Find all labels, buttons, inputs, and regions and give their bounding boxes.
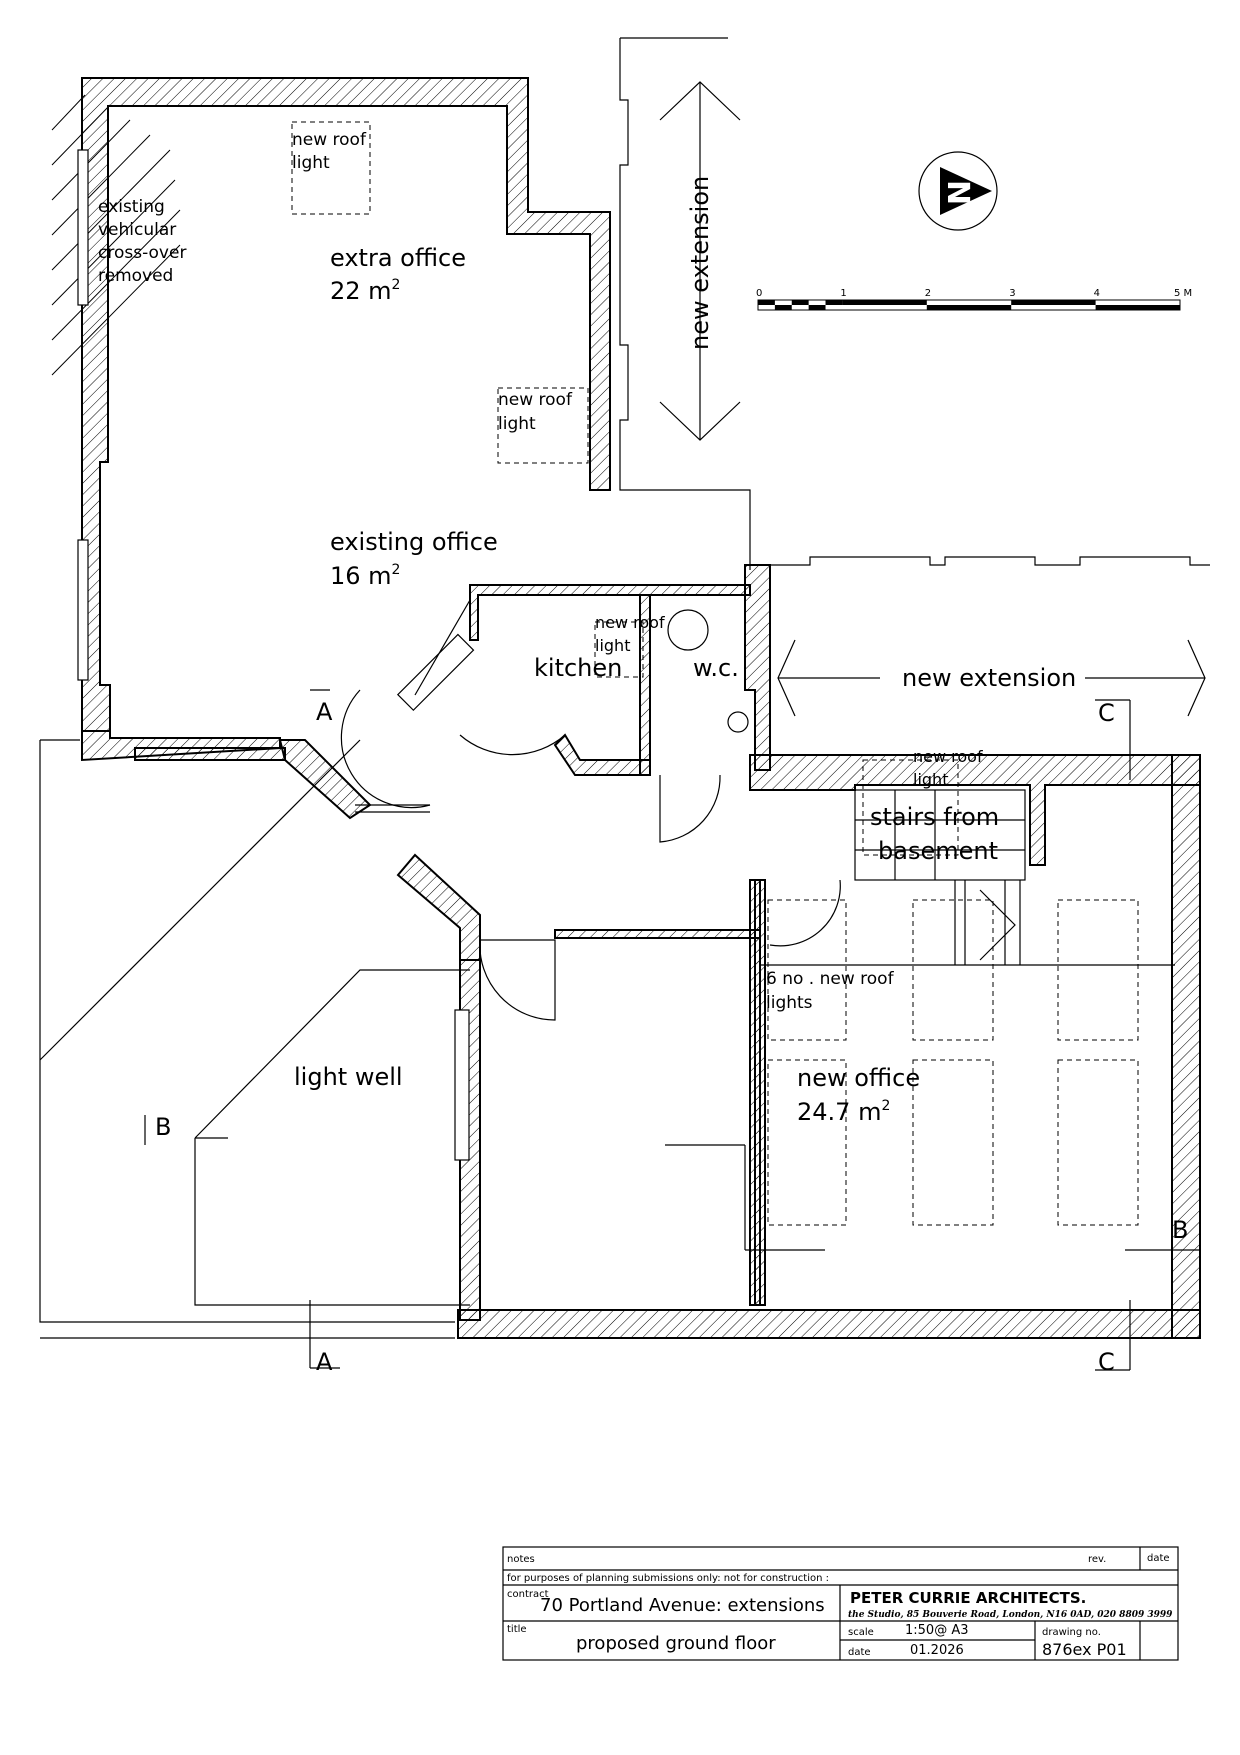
scale-bar-tick-label: 2 bbox=[925, 288, 931, 299]
tb-drawing-no-label: drawing no. bbox=[1042, 1627, 1101, 1638]
scale-bar-tick-label: 5 M bbox=[1174, 288, 1192, 299]
roof-light-note-3b: light bbox=[595, 636, 630, 655]
tb-title: proposed ground floor bbox=[576, 1633, 776, 1654]
vehicular-note-3: cross-over bbox=[98, 243, 186, 263]
vehicular-note-2: vehicular bbox=[98, 220, 176, 240]
scale-bar-sub-segment bbox=[808, 305, 826, 310]
roof-light-note-3a: new roof bbox=[595, 613, 665, 632]
tb-address: the Studio, 85 Bouverie Road, London, N1… bbox=[848, 1610, 1173, 1620]
boundary-lines bbox=[39, 37, 1210, 1339]
tb-scale: 1:50@ A3 bbox=[905, 1623, 969, 1638]
room-new-office: new office bbox=[797, 1064, 920, 1092]
roof-light-note-2b: light bbox=[498, 414, 536, 434]
scale-bar-tick-label: 4 bbox=[1094, 288, 1100, 299]
tb-drawing-no: 876ex P01 bbox=[1042, 1640, 1127, 1659]
room-light-well: light well bbox=[294, 1063, 403, 1091]
stairs-label-1: stairs from bbox=[870, 803, 999, 831]
area-extra-office: 22 m2 bbox=[330, 277, 400, 305]
scale-bar-sub-segment bbox=[758, 300, 775, 305]
new-extension-vertical-label: new extension bbox=[686, 176, 714, 350]
tb-rev-label: rev. bbox=[1088, 1554, 1106, 1565]
tb-notes-label: notes bbox=[507, 1554, 535, 1565]
six-lights-note-1: 6 no . new roof bbox=[766, 969, 895, 989]
new-extension-horizontal-label: new extension bbox=[902, 664, 1076, 692]
scale-bar-sub-segment bbox=[774, 305, 792, 310]
room-existing-office: existing office bbox=[330, 528, 498, 556]
roof-light-note-2a: new roof bbox=[498, 390, 573, 410]
tb-title-label: title bbox=[507, 1624, 527, 1635]
tb-contract: 70 Portland Avenue: extensions bbox=[540, 1595, 825, 1616]
section-c-bottom: C bbox=[1098, 1348, 1115, 1376]
area-new-office: 24.7 m2 bbox=[797, 1098, 890, 1126]
section-a-top: A bbox=[316, 698, 333, 726]
doors bbox=[340, 599, 841, 1021]
scale-bar-sub-segment bbox=[791, 300, 809, 305]
removed-crossover-hatch bbox=[51, 94, 181, 376]
stairs-label-2: basement bbox=[878, 837, 998, 865]
area-existing-office: 16 m2 bbox=[330, 562, 400, 590]
tb-planning-note: for purposes of planning submissions onl… bbox=[507, 1573, 829, 1584]
roof-light-note-4b: light bbox=[913, 770, 948, 789]
scale-bar-tick-label: 3 bbox=[1009, 288, 1015, 299]
scale-bar-tick-label: 1 bbox=[840, 288, 846, 299]
tb-scale-label: scale bbox=[848, 1627, 874, 1638]
scale-bar-segment bbox=[1095, 305, 1180, 310]
scale-bar-segment bbox=[926, 305, 1012, 310]
section-a-bottom: A bbox=[316, 1348, 333, 1376]
scale-bar-sub-segment bbox=[825, 300, 843, 305]
tb-date-label: date bbox=[1147, 1553, 1170, 1564]
north-label: N bbox=[940, 180, 975, 205]
roof-light-note-4a: new roof bbox=[913, 747, 983, 766]
scale-bar: 0 1 2 3 4 5 M bbox=[756, 288, 1192, 311]
section-lines bbox=[144, 689, 1201, 1371]
room-kitchen: kitchen bbox=[534, 654, 622, 682]
roof-light-note-1a: new roof bbox=[292, 130, 367, 150]
vehicular-note-1: existing bbox=[98, 197, 165, 217]
room-wc: w.c. bbox=[693, 654, 739, 682]
scale-bar-tick-label: 0 bbox=[756, 288, 762, 299]
roof-lights bbox=[291, 121, 1139, 1226]
scale-bar-segment bbox=[842, 300, 927, 305]
walls bbox=[77, 77, 1201, 1339]
tb-contract-label: contract bbox=[507, 1589, 549, 1600]
section-b-right: B bbox=[1172, 1216, 1188, 1244]
stairs bbox=[760, 789, 1175, 966]
extension-arrows bbox=[659, 81, 1206, 717]
tb-date-field-label: date bbox=[848, 1647, 871, 1658]
north-arrow-icon bbox=[918, 151, 998, 231]
tb-date: 01.2026 bbox=[910, 1643, 964, 1658]
scale-bar-segment bbox=[1011, 300, 1096, 305]
six-lights-note-2: lights bbox=[766, 993, 813, 1013]
section-c-top: C bbox=[1098, 699, 1115, 727]
vehicular-note-4: removed bbox=[98, 266, 173, 286]
tb-firm: PETER CURRIE ARCHITECTS. bbox=[850, 1589, 1086, 1607]
title-block bbox=[502, 1546, 1179, 1661]
room-extra-office: extra office bbox=[330, 244, 466, 272]
roof-light-note-1b: light bbox=[292, 153, 330, 173]
section-b-left: B bbox=[155, 1113, 171, 1141]
